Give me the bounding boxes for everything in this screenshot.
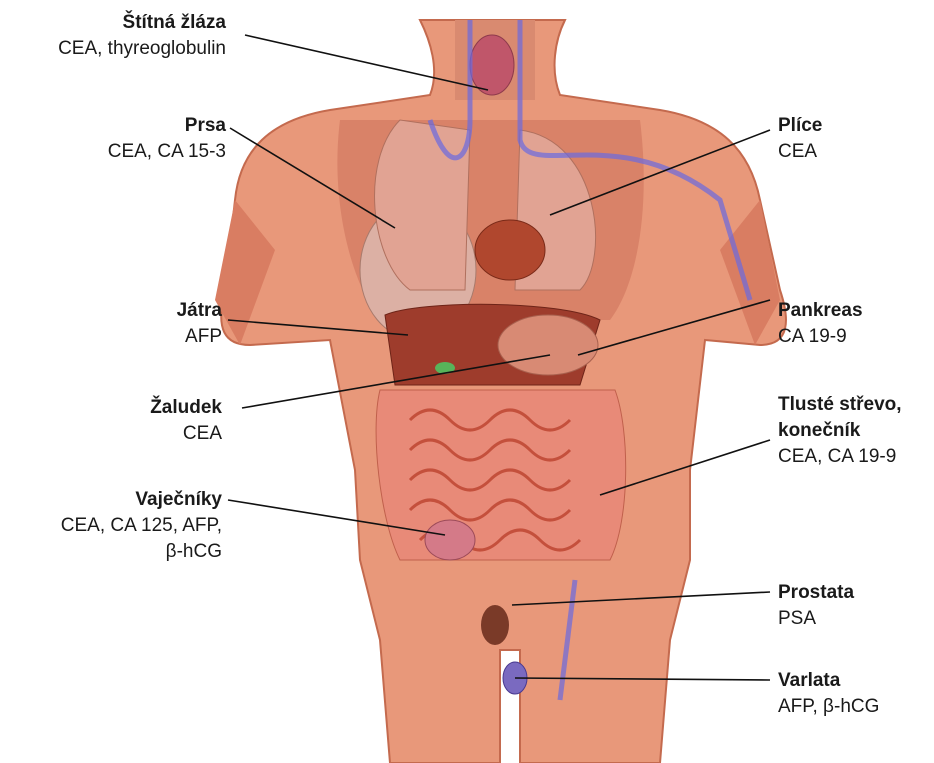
label-liver-title: Játra: [177, 298, 222, 324]
label-thyroid-markers: CEA, thyreoglobulin: [58, 36, 226, 62]
label-testes-title: Varlata: [778, 668, 879, 694]
label-colon-title-2: konečník: [778, 418, 902, 444]
label-pancreas-title: Pankreas: [778, 298, 863, 324]
label-prostate-title: Prostata: [778, 580, 854, 606]
thyroid-shape: [470, 35, 514, 95]
label-pancreas: Pankreas CA 19-9: [778, 298, 863, 350]
label-liver: Játra AFP: [177, 298, 222, 350]
label-ovaries-markers-1: CEA, CA 125, AFP,: [61, 513, 222, 539]
label-ovaries-markers-2: β-hCG: [61, 539, 222, 565]
label-breast-markers: CEA, CA 15-3: [108, 139, 226, 165]
label-testes-markers: AFP, β-hCG: [778, 694, 879, 720]
label-colon-title-1: Tlusté střevo,: [778, 392, 902, 418]
stomach-shape: [498, 315, 598, 375]
label-ovaries: Vaječníky CEA, CA 125, AFP, β-hCG: [61, 487, 222, 565]
label-breast: Prsa CEA, CA 15-3: [108, 113, 226, 165]
ovary-shape: [425, 520, 475, 560]
label-prostate-markers: PSA: [778, 606, 854, 632]
label-lungs: Plíce CEA: [778, 113, 822, 165]
label-stomach-title: Žaludek: [150, 395, 222, 421]
label-liver-markers: AFP: [177, 324, 222, 350]
label-breast-title: Prsa: [108, 113, 226, 139]
label-stomach-markers: CEA: [150, 421, 222, 447]
label-pancreas-markers: CA 19-9: [778, 324, 863, 350]
heart-shape: [475, 220, 545, 280]
label-lungs-markers: CEA: [778, 139, 822, 165]
label-colon-markers: CEA, CA 19-9: [778, 444, 902, 470]
label-colon: Tlusté střevo, konečník CEA, CA 19-9: [778, 392, 902, 470]
label-stomach: Žaludek CEA: [150, 395, 222, 447]
label-lungs-title: Plíce: [778, 113, 822, 139]
label-prostate: Prostata PSA: [778, 580, 854, 632]
prostate-shape: [481, 605, 509, 645]
label-thyroid: Štítná žláza CEA, thyreoglobulin: [58, 10, 226, 62]
label-ovaries-title: Vaječníky: [61, 487, 222, 513]
label-thyroid-title: Štítná žláza: [58, 10, 226, 36]
label-testes: Varlata AFP, β-hCG: [778, 668, 879, 720]
